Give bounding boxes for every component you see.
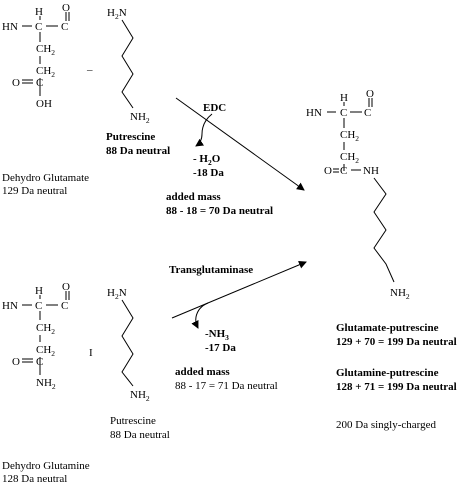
atom-c: C bbox=[340, 107, 347, 119]
transglutaminase-curved-arrow bbox=[191, 302, 209, 329]
atom-nh2: NH2 bbox=[130, 111, 150, 125]
atom-hn: HN bbox=[2, 21, 18, 33]
atom-ch: CH2 bbox=[36, 65, 55, 79]
minus-water: - H2O bbox=[193, 153, 221, 167]
atom-c: C bbox=[61, 300, 68, 312]
atom-h: H bbox=[35, 6, 43, 18]
putrescine-top-chain bbox=[121, 19, 134, 109]
atom-o: O bbox=[366, 88, 374, 100]
putrescine-bottom-chain bbox=[121, 299, 134, 387]
minus-17: -17 Da bbox=[205, 342, 236, 354]
atom-c: C bbox=[36, 356, 43, 368]
putrescine-bottom-name: Putrescine bbox=[110, 415, 156, 427]
calc-bottom: 88 - 17 = 71 Da neutral bbox=[175, 380, 278, 392]
atom-ch: CH2 bbox=[36, 43, 55, 57]
putrescine-top-mass: 88 Da neutral bbox=[106, 145, 170, 157]
atom-h2n: H2N bbox=[107, 7, 127, 21]
atom-ch: CH2 bbox=[340, 151, 359, 165]
atom-h: H bbox=[35, 285, 43, 297]
atom-h2n: H2N bbox=[107, 287, 127, 301]
atom-nh2: NH2 bbox=[36, 377, 56, 391]
dehydro-glutamate-name: Dehydro Glutamate bbox=[2, 172, 89, 184]
atom-ch: CH2 bbox=[36, 344, 55, 358]
calc-top: 88 - 18 = 70 Da neutral bbox=[166, 205, 273, 217]
atom-nh2: NH2 bbox=[130, 389, 150, 403]
atom-nh: NH bbox=[363, 165, 379, 177]
atom-ch: CH2 bbox=[36, 322, 55, 336]
product-structure bbox=[327, 98, 373, 173]
atom-hn: HN bbox=[2, 300, 18, 312]
glutamine-putrescine-calc: 128 + 71 = 199 Da neutral bbox=[336, 381, 457, 393]
minus-18: -18 Da bbox=[193, 167, 224, 179]
atom-nh2: NH2 bbox=[390, 287, 410, 301]
atom-c: C bbox=[364, 107, 371, 119]
atom-h: H bbox=[340, 92, 348, 104]
atom-c: C bbox=[340, 165, 347, 177]
added-mass-bottom: added mass bbox=[175, 366, 230, 378]
atom-o: O bbox=[12, 77, 20, 89]
glutamine-putrescine-name: Glutamine-putrescine bbox=[336, 367, 439, 379]
putrescine-bottom-mass: 88 Da neutral bbox=[110, 429, 170, 441]
atom-o: O bbox=[12, 356, 20, 368]
dehydro-glutamate-structure bbox=[22, 12, 70, 96]
minus-ammonia: -NH3 bbox=[205, 328, 229, 342]
transglutaminase-label: Transglutaminase bbox=[169, 264, 253, 276]
atom-o: O bbox=[62, 2, 70, 14]
atom-hn: HN bbox=[306, 107, 322, 119]
atom-o: O bbox=[62, 281, 70, 293]
atom-ch: CH2 bbox=[340, 129, 359, 143]
dehydro-glutamate-mass: 129 Da neutral bbox=[2, 185, 67, 197]
dehydro-glutamine-name: Dehydro Glutamine bbox=[2, 460, 90, 472]
atom-c: C bbox=[61, 21, 68, 33]
dehydro-glutamine-mass: 128 Da neutral bbox=[2, 473, 67, 484]
dehydro-glutamine-structure bbox=[22, 291, 70, 375]
atom-o: O bbox=[324, 165, 332, 177]
atom-c: C bbox=[35, 300, 42, 312]
atom-c: C bbox=[36, 77, 43, 89]
plus-sign: – bbox=[86, 64, 93, 76]
glutamate-putrescine-name: Glutamate-putrescine bbox=[336, 322, 439, 334]
product-putrescine-chain bbox=[373, 177, 395, 283]
putrescine-top-name: Putrescine bbox=[106, 131, 155, 143]
transglutaminase-arrow bbox=[171, 261, 307, 319]
edc-label: EDC bbox=[203, 102, 226, 114]
atom-c: C bbox=[35, 21, 42, 33]
edc-curved-arrow bbox=[195, 113, 213, 147]
singly-charged-label: 200 Da singly-charged bbox=[336, 419, 436, 431]
plus-sign: I bbox=[89, 347, 93, 359]
added-mass-top: added mass bbox=[166, 191, 221, 203]
atom-oh: OH bbox=[36, 98, 52, 110]
edc-arrow bbox=[175, 97, 305, 191]
glutamate-putrescine-calc: 129 + 70 = 199 Da neutral bbox=[336, 336, 457, 348]
